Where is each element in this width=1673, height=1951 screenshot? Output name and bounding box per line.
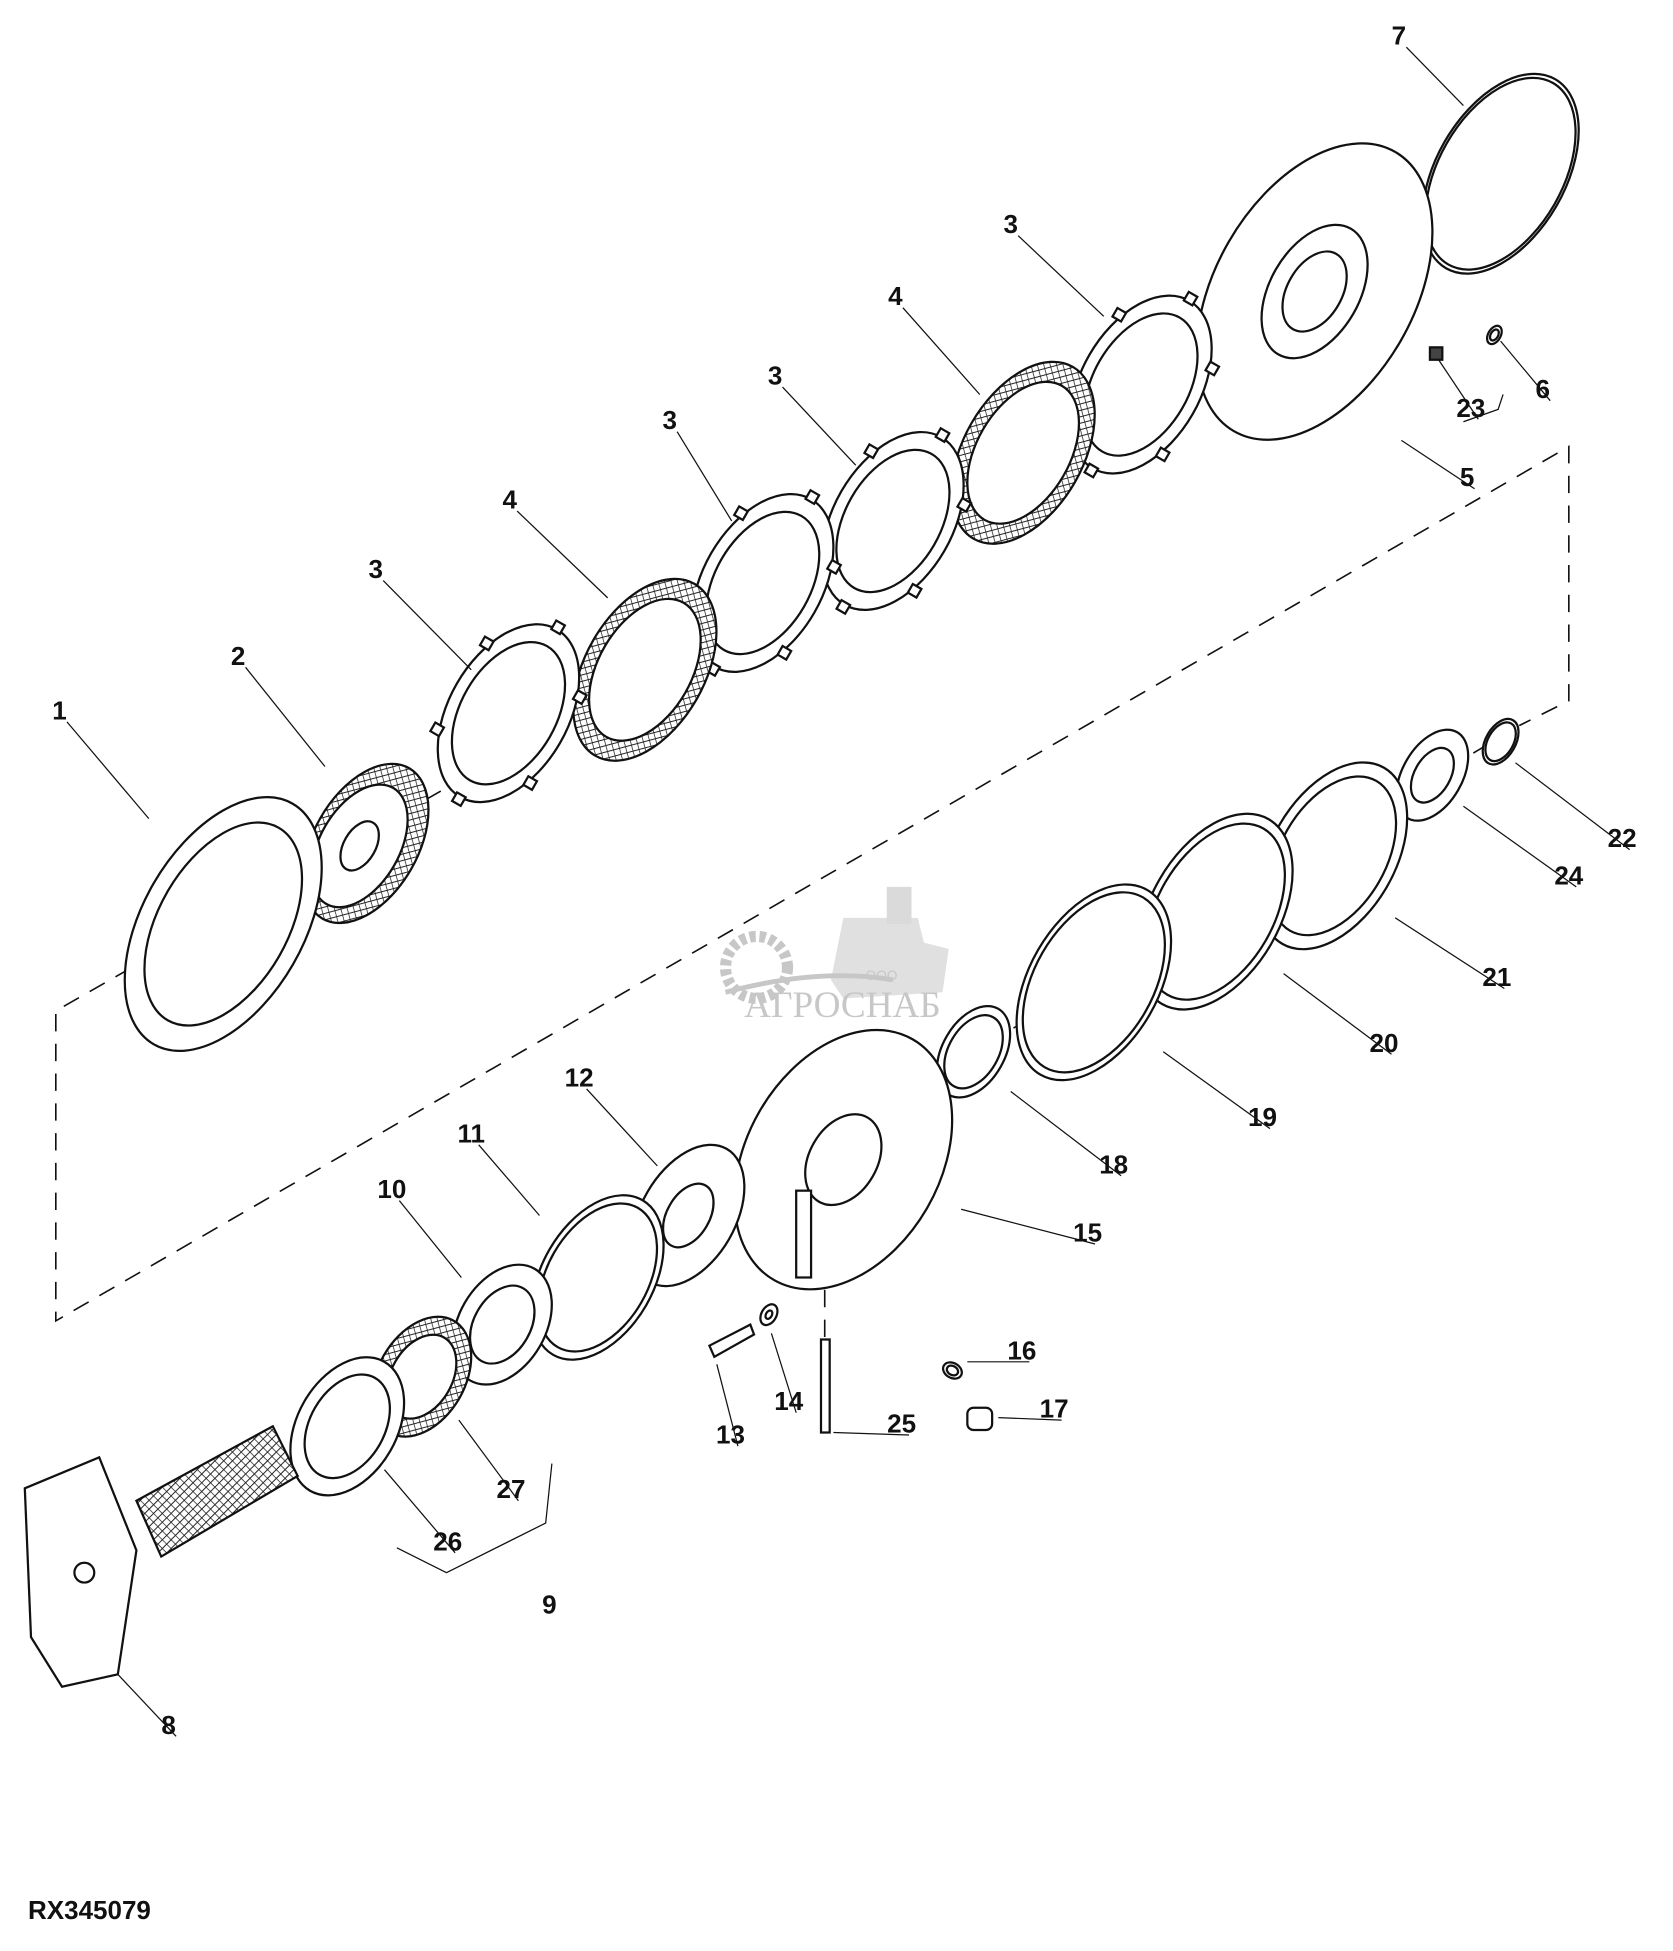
callout-seal-27: 27 [496,1474,525,1504]
callout-friction-disc-4: 4 [502,485,517,515]
washer-14-shape [759,1303,779,1327]
callout-plug-23: 23 [1456,393,1485,423]
callout-housing-15: 15 [1073,1218,1102,1248]
leader-line [398,1200,462,1278]
pin-6-shape [1485,324,1503,346]
callout-gear-2: 2 [231,641,245,671]
snap-ring-11-shape [530,1194,665,1361]
washer-24-shape [1395,728,1470,822]
leader-line [478,1144,540,1216]
callout-friction-disc-4: 4 [888,281,903,311]
watermark-prefix: ООО [866,968,898,983]
callout-washer-24: 24 [1554,860,1583,890]
snap-ring-22-shape [1481,717,1520,766]
leader-line [833,1431,910,1436]
leader-line [1463,805,1577,888]
callout-housing-5: 5 [1460,462,1474,492]
callout-o-ring-16: 16 [1007,1335,1036,1365]
housing-15-shape [733,1028,954,1291]
callout-seal-21: 21 [1482,962,1511,992]
callout-seal-26: 26 [433,1526,462,1556]
callout-shaft-8: 8 [161,1710,175,1740]
friction-disc-4b-shape [950,360,1096,545]
leader-line [782,386,857,466]
callout-disc-3: 3 [369,554,383,584]
leader-line [1515,762,1630,851]
leader-line [383,1469,456,1554]
callout-plug-17: 17 [1040,1394,1069,1424]
plug-23-shape [1428,346,1444,361]
callout-bearing-12: 12 [565,1062,594,1092]
leader-line [1500,340,1551,402]
leader-line [1010,1090,1122,1177]
watermark-logo: ООО АГРОСНАБ [719,886,949,1026]
leader-line [1283,973,1392,1055]
leader-line [1017,235,1105,317]
kit-9-bracket [396,1463,553,1574]
callout-disc-3: 3 [1004,209,1018,239]
housing-5-bore [1281,250,1348,333]
leader-line [1162,1051,1271,1130]
callout-ring-19: 19 [1248,1102,1277,1132]
friction-disc-4a-shape [572,577,718,762]
disc-3a-shape [428,618,589,808]
leader-line [382,580,472,671]
plug-17-shape [966,1406,994,1432]
callout-sensor-25: 25 [887,1409,916,1439]
callout-kit-9: 9 [542,1590,556,1620]
callout-washer-14: 14 [774,1386,803,1416]
ring-20-shape [1137,812,1294,1011]
leader-line [66,721,150,820]
callout-plate-1: 1 [52,695,66,725]
leader-line [676,431,733,522]
callout-seal-18: 18 [1099,1149,1128,1179]
ring-19-shape [1015,883,1173,1082]
housing-5-shape [1195,142,1434,441]
leader-line [716,1364,739,1447]
leader-line [245,666,326,767]
callout-ring-7: 7 [1392,21,1406,51]
plate-1-shape [123,796,323,1053]
callout-snap-ring-22: 22 [1608,823,1637,853]
callout-washer-10: 10 [377,1174,406,1204]
washer-10-shape [451,1263,553,1386]
callout-disc-3: 3 [662,405,676,435]
disc-3d-shape [1061,290,1221,479]
callout-bolt-13: 13 [716,1420,745,1450]
watermark-name: АГРОСНАБ [744,985,941,1026]
shaft-8-shape [23,1424,300,1689]
gear-2-hub [310,783,409,909]
seal-26-shape [289,1356,406,1497]
seal-18-shape [935,1004,1012,1099]
leader-line [902,307,981,395]
leader-line [1438,359,1479,420]
seal-21-shape [1258,761,1409,951]
document-id: RX345079 [28,1895,151,1925]
leader-line [117,1673,177,1737]
bolt-13-shape [707,1323,756,1359]
leader-line [1401,439,1475,490]
callout-ring-20: 20 [1370,1028,1399,1058]
disc-3c-shape [813,426,973,616]
disc-3b-shape [683,488,843,678]
leader-line [458,1419,519,1502]
leader-line [1405,46,1464,106]
leader-line [516,510,609,599]
leader-line [586,1088,658,1167]
leader-line [960,1208,1096,1245]
sensor-25-shape [819,1338,831,1434]
kit-5-bracket [1463,394,1504,423]
leader-line [1394,917,1505,990]
housing-15-tab [795,1189,813,1279]
callout-disc-3: 3 [768,361,782,391]
leader-line [998,1417,1062,1421]
callout-pin-6: 6 [1536,374,1550,404]
leader-line [770,1333,797,1413]
retaining-ring-7-shape [1421,72,1580,275]
o-ring-16-shape [941,1361,963,1380]
callout-snap-ring-11: 11 [458,1118,486,1148]
